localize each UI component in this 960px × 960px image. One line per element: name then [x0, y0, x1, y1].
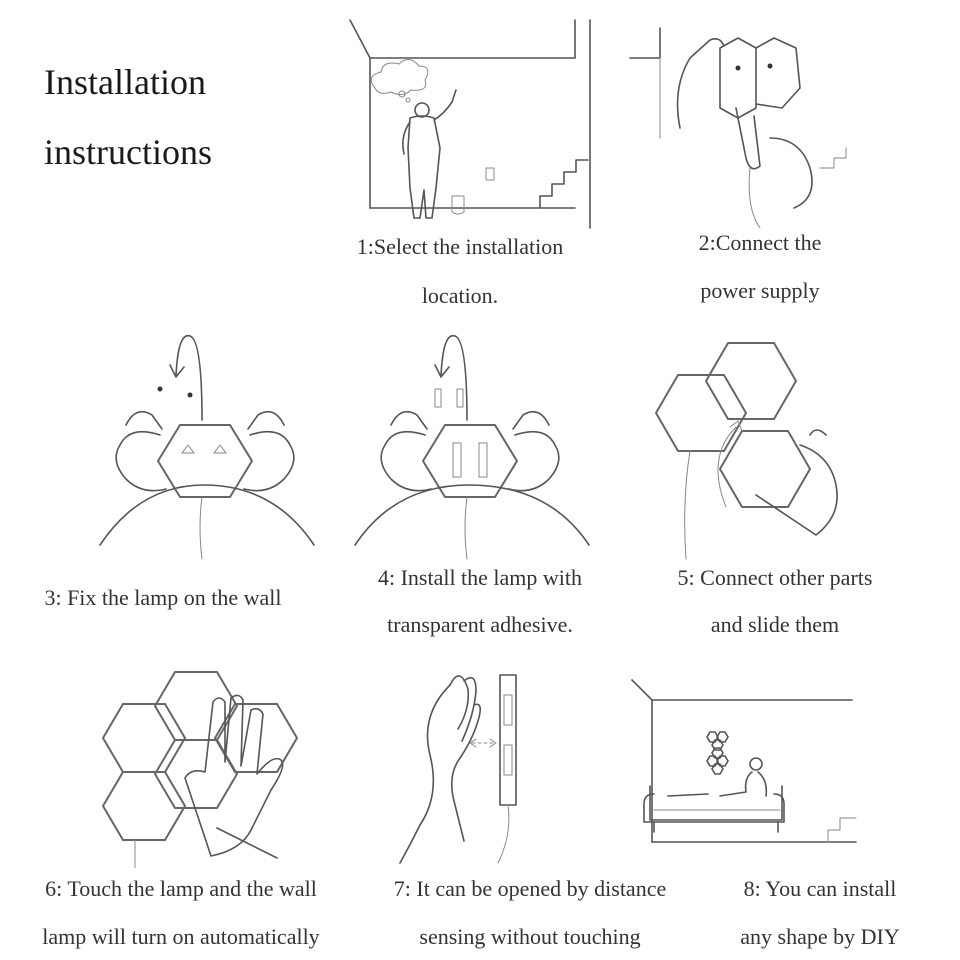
step-4-caption-line2: transparent adhesive. [387, 612, 573, 637]
step-2-caption-line1: 2:Connect the [698, 230, 822, 255]
hexagon-slide-icon [655, 342, 838, 560]
step-6-caption-line1: 6: Touch the lamp and the wall [45, 876, 317, 901]
step-8-caption-line1: 8: You can install [743, 876, 897, 901]
step-3-caption-line1: 3: Fix the lamp on the wall [44, 585, 282, 610]
page-title-line1: Installation [44, 62, 206, 102]
hands-holding-lamp-icon [99, 334, 315, 560]
page-title-line2: instructions [44, 132, 212, 172]
hand-sensing-icon [399, 674, 517, 864]
step-1-caption-line2: location. [421, 283, 499, 308]
step-7-caption-line1: 7: It can be opened by distance [393, 876, 667, 901]
living-room-icon [631, 679, 857, 843]
step-5-caption-line2: and slide them [710, 612, 840, 637]
person-pointing-at-wall-icon [349, 19, 591, 229]
step-5-caption-line1: 5: Connect other parts [677, 565, 873, 590]
step-6-caption-line2: lamp will turn on automatically [42, 924, 320, 949]
step-7-caption-line2: sensing without touching [419, 924, 641, 949]
step-2-caption-line2: power supply [700, 278, 820, 303]
adhesive-strips-icon [354, 334, 590, 560]
plug-connector-icon [629, 27, 847, 228]
step-4-caption-line1: 4: Install the lamp with [377, 565, 583, 590]
hand-touching-hexagons-icon [102, 671, 298, 868]
step-8-caption-line2: any shape by DIY [740, 924, 900, 949]
step-1-caption-line1: 1:Select the installation [356, 234, 564, 259]
